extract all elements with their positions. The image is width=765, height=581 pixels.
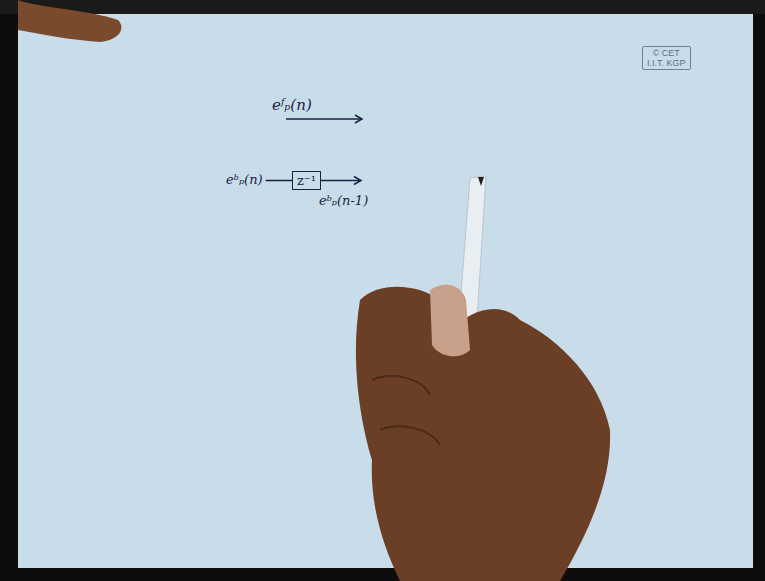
forward-error-label: eᶠₚ(n)	[272, 96, 312, 114]
node-text: I.I.T. KGP	[647, 58, 686, 68]
node-text: © CET	[647, 48, 686, 58]
backward-error-label: eᵇₚ(n)	[226, 172, 263, 187]
node-text: z⁻¹	[297, 173, 316, 188]
delayed-backward-error-label: eᵇₚ(n-1)	[319, 193, 368, 208]
delay-box: z⁻¹	[292, 171, 321, 190]
copyright-stamp: © CETI.I.T. KGP	[642, 46, 691, 70]
